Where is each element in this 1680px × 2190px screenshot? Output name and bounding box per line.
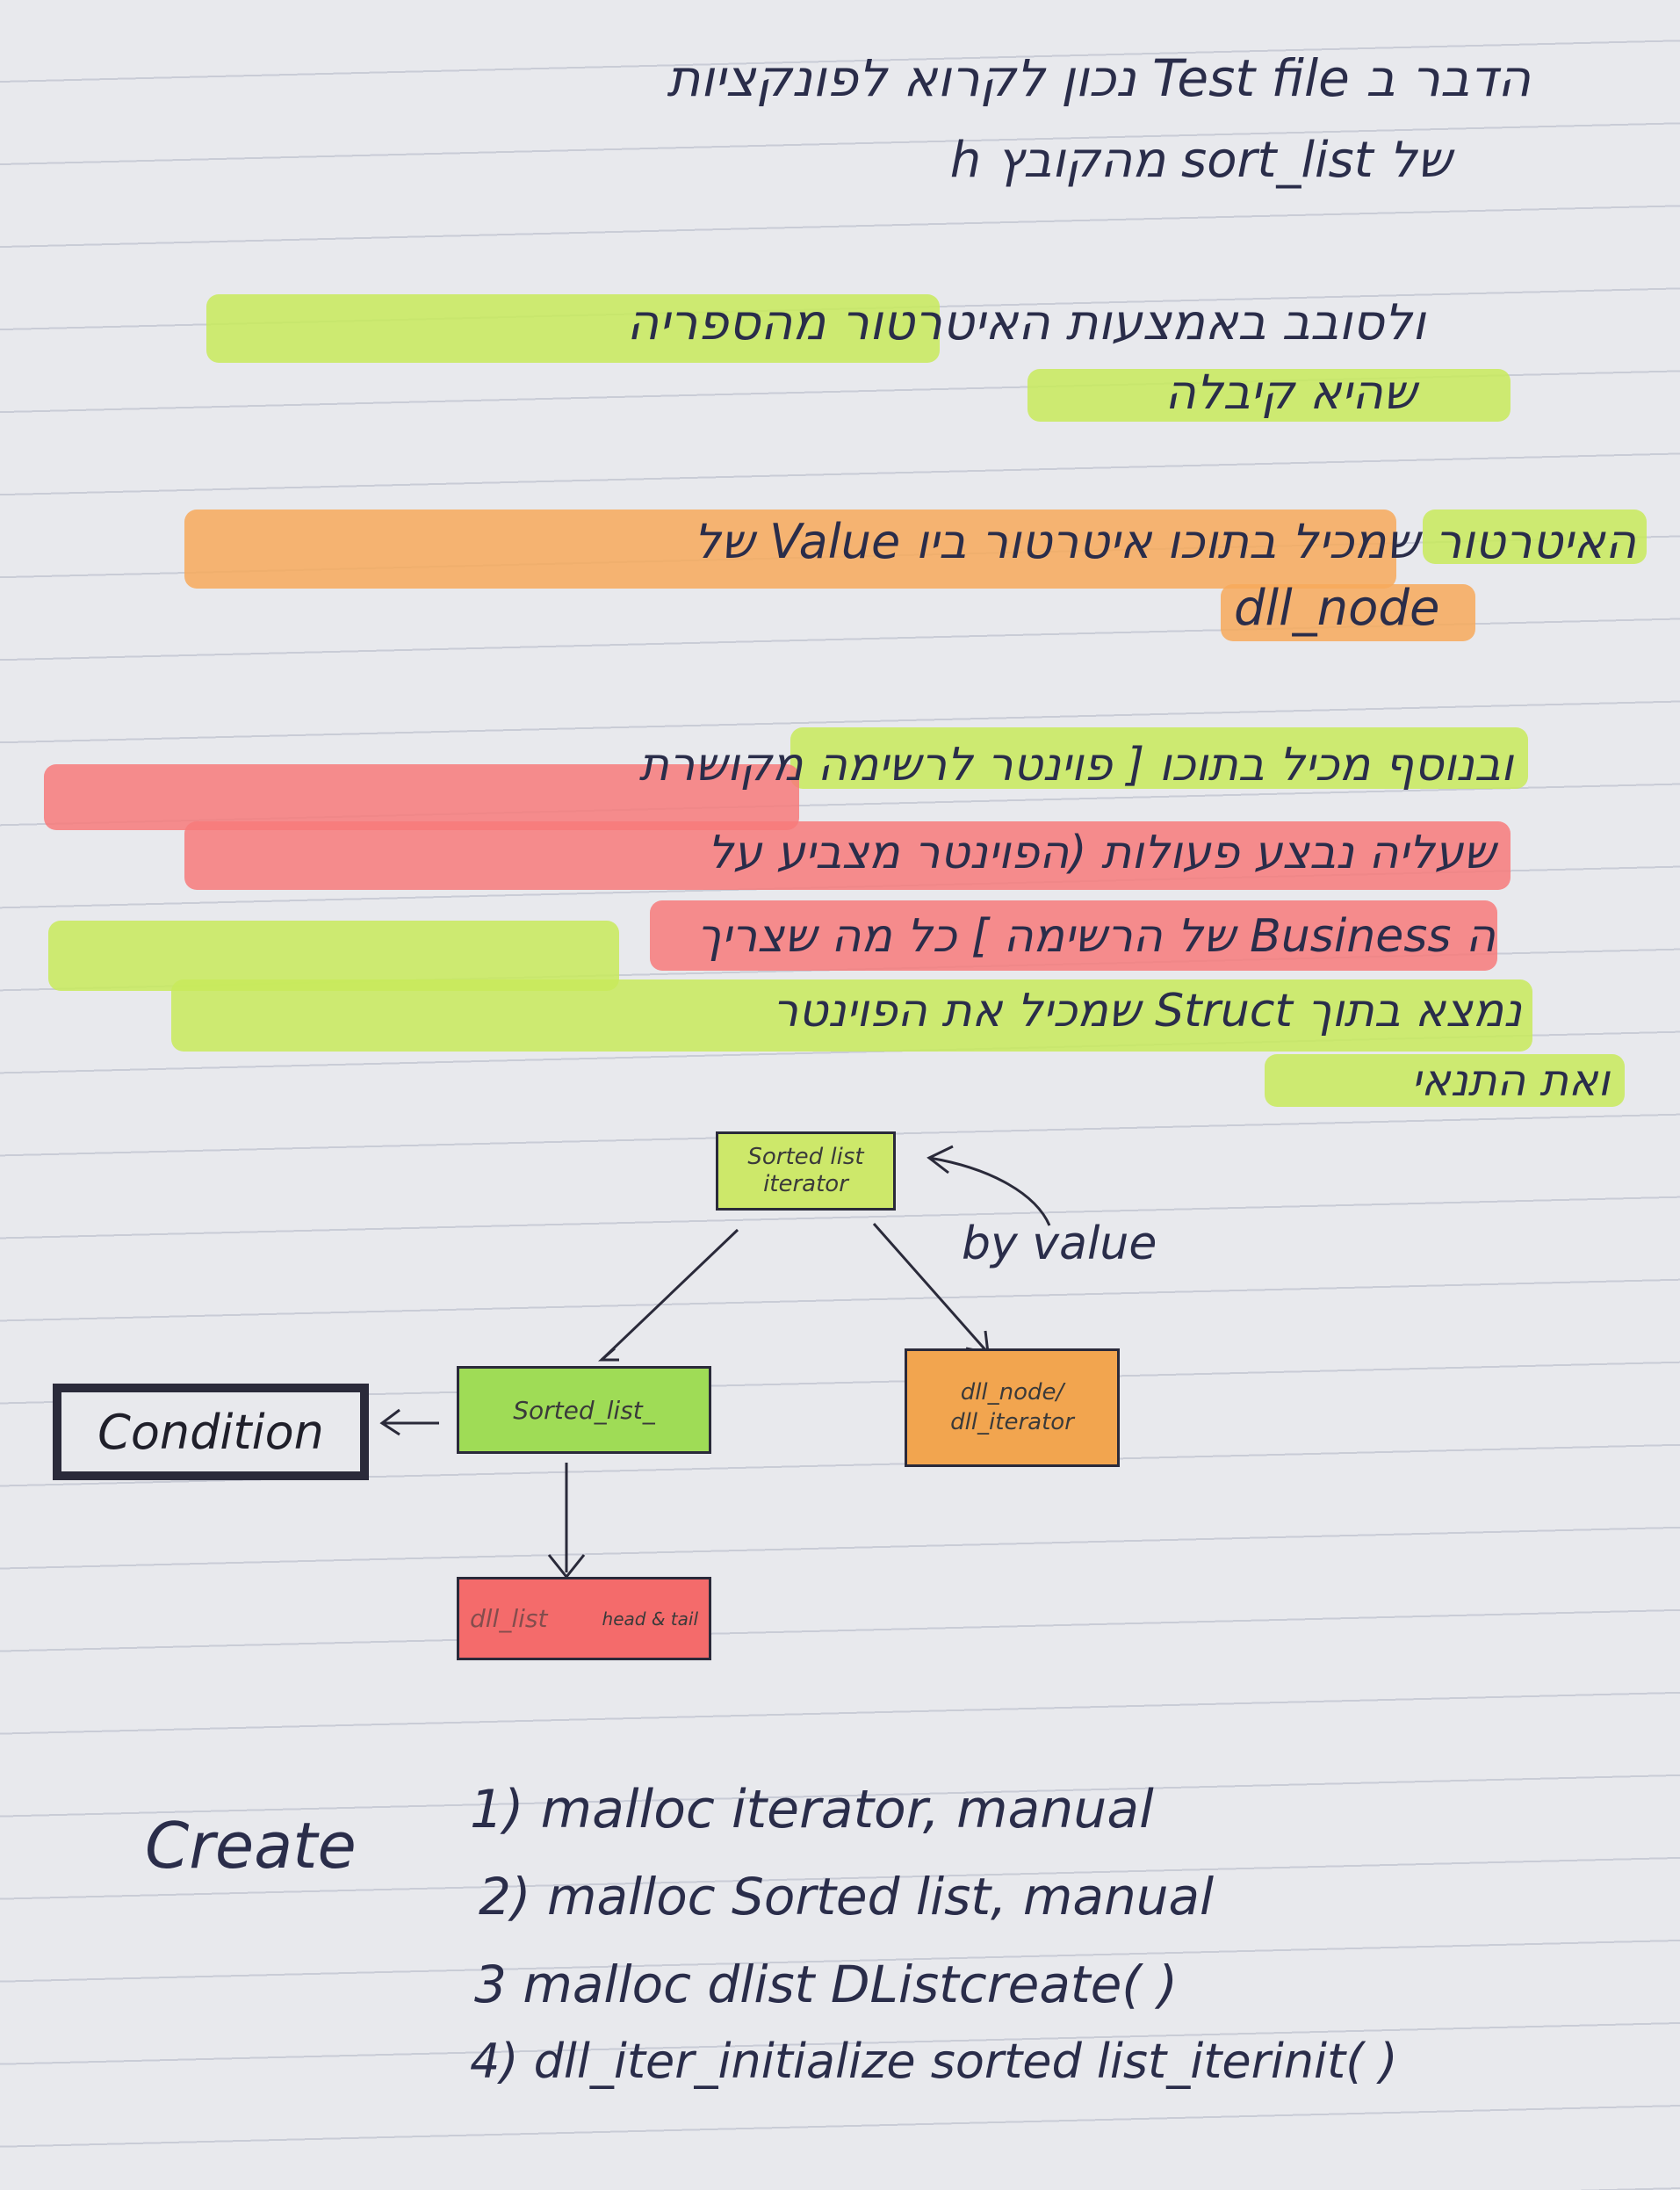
highlight-green — [48, 921, 619, 991]
dll-node-label: dll_node/ dll_iterator — [950, 1378, 1074, 1435]
create-step-4: 4) dll_iter_initialize sorted list_iteri… — [470, 2034, 1398, 2089]
highlight-green — [790, 727, 1528, 789]
condition-label: Condition — [97, 1404, 324, 1460]
by-value-label: by value — [962, 1218, 1157, 1270]
highlight-green — [1423, 510, 1647, 564]
sorted-list-iterator-label: Sorted list iterator — [747, 1143, 864, 1197]
sorted-list-label: Sorted_list_ — [513, 1395, 655, 1425]
highlight-red — [650, 900, 1497, 971]
note-line-9: ה Business של הרשימה ] כל מה שצריך — [696, 910, 1496, 963]
highlight-orange — [184, 510, 1396, 589]
note-line-11: ואת התנאי — [1411, 1055, 1610, 1106]
highlight-green — [1027, 369, 1511, 422]
create-title: Create — [145, 1809, 357, 1883]
highlight-green — [206, 294, 940, 363]
highlight-orange — [1221, 584, 1475, 641]
dll-list-box: dll_list head & tail — [457, 1577, 711, 1660]
dll-list-label: dll_list — [470, 1604, 548, 1633]
create-step-1: 1) malloc iterator, manual — [470, 1779, 1154, 1840]
note-line-10: נמצא בתוך Struct שמכיל את הפוינטר — [772, 985, 1522, 1037]
note-line-4: שהיא קיבלה — [1164, 365, 1417, 420]
note-line-1: הדבר ב Test file נכון לקרוא לפונקציות — [667, 48, 1531, 108]
highlight-green — [171, 979, 1532, 1052]
dll-node-box: dll_node/ dll_iterator — [905, 1348, 1120, 1467]
sorted-list-box: Sorted_list_ — [457, 1366, 711, 1454]
create-step-3: 3 malloc dlist DListcreate( ) — [474, 1955, 1178, 2014]
note-line-7: ובנוסף מכיל בתוכו [ פוינטר לרשימה מקושרת — [638, 739, 1513, 791]
create-step-2: 2) malloc Sorted list, manual — [479, 1867, 1215, 1926]
head-tail-label: head & tail — [602, 1608, 698, 1630]
highlight-red — [44, 764, 799, 830]
sorted-list-iterator-box: Sorted list iterator — [716, 1131, 896, 1211]
note-line-3: ולסובב באמצעות האיטרטור מהספריה — [626, 294, 1425, 351]
note-line-2: של sort_list מהקובץ h — [949, 132, 1452, 189]
note-line-5: האיטרטור שמכיל בתוכו איטרטור ביו Value ש… — [694, 514, 1636, 569]
highlight-red — [184, 821, 1511, 890]
note-line-8: שעליה נבצע פעולות (הפוינטר מצביע על — [707, 827, 1496, 879]
note-line-6: dll_node — [1234, 580, 1440, 637]
condition-box: Condition — [53, 1384, 369, 1480]
highlight-green — [1265, 1054, 1625, 1107]
